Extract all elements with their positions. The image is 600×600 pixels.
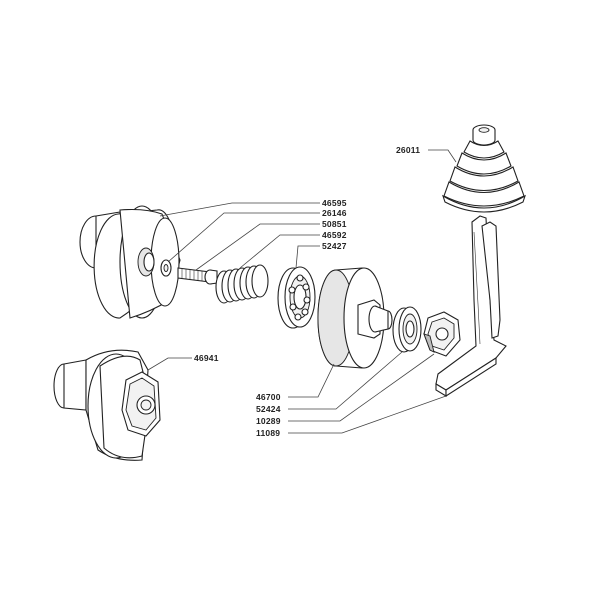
bolt	[177, 267, 218, 285]
label-46941: 46941	[194, 353, 219, 363]
label-26011: 26011	[396, 145, 420, 155]
pulley-assembled	[53, 349, 161, 461]
leader-lines	[147, 149, 457, 434]
lever-arm	[435, 215, 507, 398]
part-labels: 26011 46595 26146 50851 46592 52427 4694…	[194, 145, 420, 438]
label-10289: 10289	[256, 416, 281, 426]
label-11089: 11089	[256, 428, 280, 438]
label-50851: 50851	[322, 219, 347, 229]
hex-nut	[423, 311, 461, 357]
bearing-small	[392, 306, 422, 353]
pulley-cone-left	[79, 205, 181, 319]
spring	[215, 264, 269, 304]
rubber-boot	[442, 124, 526, 213]
pulley-disk	[317, 267, 393, 369]
bearing-large	[277, 266, 316, 329]
label-46595: 46595	[322, 198, 347, 208]
washer	[160, 259, 172, 277]
label-26146: 26146	[322, 208, 347, 218]
label-46700: 46700	[256, 392, 281, 402]
label-52424: 52424	[256, 404, 281, 414]
label-52427: 52427	[322, 241, 347, 251]
label-46592: 46592	[322, 230, 347, 240]
